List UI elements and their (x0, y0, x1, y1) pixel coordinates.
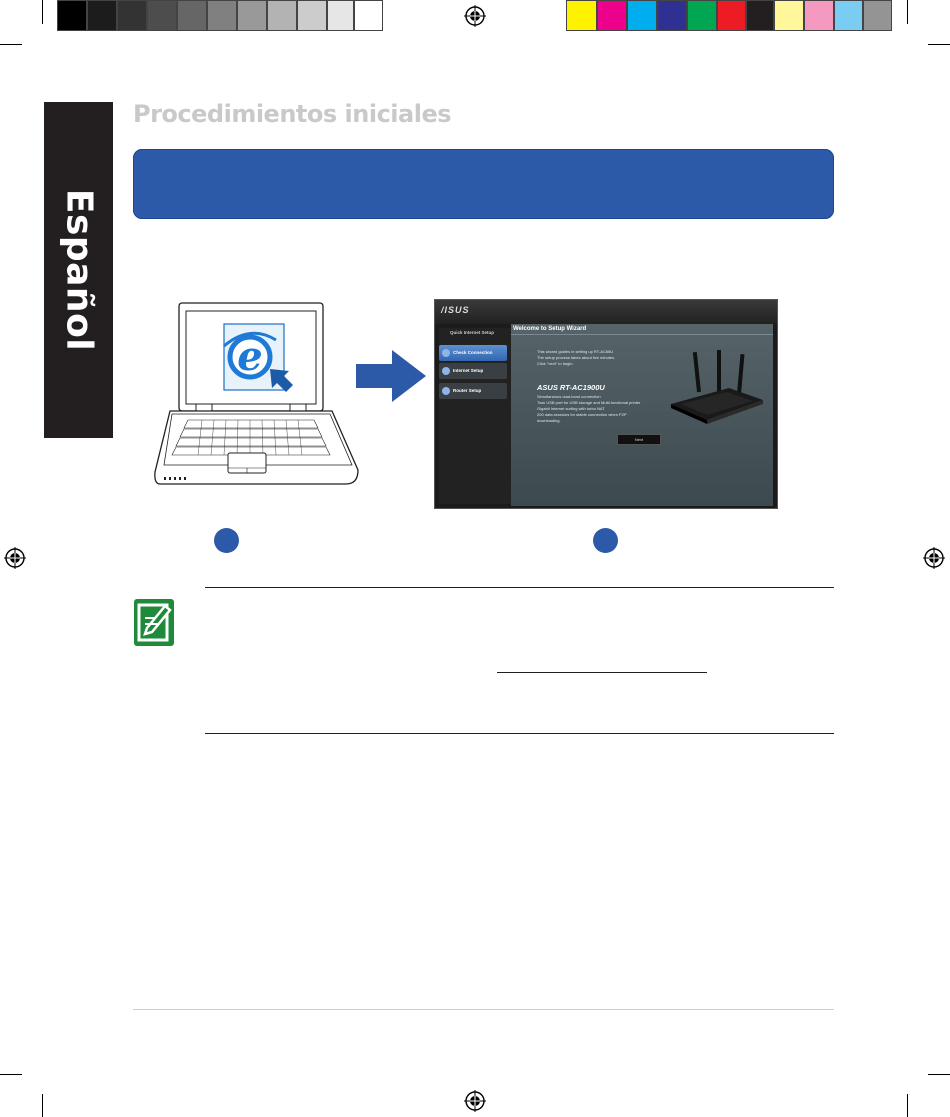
asus-logo: /ISUS (441, 305, 470, 315)
feature-line: Gigabit Internet surfing with turbo NAT (537, 406, 605, 411)
feature-line: downloading. (537, 418, 561, 423)
note-pencil-icon (134, 599, 174, 646)
wizard-header-bar: /ISUS (435, 300, 777, 324)
language-side-tab: Español (44, 102, 113, 438)
wizard-intro-line: Click "next" to begin. (537, 361, 574, 366)
wizard-step-router-setup[interactable]: Router Setup (439, 383, 507, 399)
registration-mark-icon (4, 547, 26, 569)
section-banner (133, 149, 834, 219)
wizard-step-check-connection[interactable]: Check Connection (439, 345, 507, 361)
step-dot-icon (442, 367, 450, 375)
wizard-intro-line: The setup process takes about five minut… (537, 355, 616, 360)
wizard-intro-line: This wizard guides in setting up RT-AC66… (537, 349, 614, 354)
step-dot-icon (442, 349, 450, 357)
laptop-illustration: e (154, 302, 359, 485)
router-image (671, 350, 763, 424)
registration-mark-icon (464, 1090, 486, 1112)
registration-mark-icon (464, 5, 486, 27)
setup-wizard-screenshot: /ISUS Quick Internet Setup Check Connect… (434, 299, 778, 509)
right-arrow-icon (356, 350, 426, 402)
note-bottom-rule (205, 733, 834, 734)
feature-line: 200 data sessions for stable connection … (537, 412, 627, 417)
svg-text:e: e (237, 333, 262, 380)
footer-rule (133, 1009, 834, 1010)
feature-line: Twin USB port for USB storage and Multi-… (537, 400, 641, 405)
step-badge-2 (593, 528, 618, 553)
note-top-rule (205, 587, 834, 588)
router-model-name: ASUS RT-AC1900U (537, 383, 605, 392)
note-link-underline (497, 672, 707, 673)
step-badge-1 (214, 528, 239, 553)
page-title: Procedimientos iniciales (133, 100, 452, 128)
wizard-sidebar-title: Quick Internet Setup (449, 330, 494, 335)
next-button[interactable]: Next (617, 434, 661, 445)
wizard-heading: Welcome to Setup Wizard (513, 326, 587, 332)
wizard-main-panel: Welcome to Setup Wizard This wizard guid… (511, 324, 773, 506)
wizard-step-internet-setup[interactable]: Internet Setup (439, 363, 507, 379)
cursor-arrow-icon (270, 369, 293, 392)
registration-mark-icon (923, 547, 945, 569)
internet-explorer-icon: e (223, 323, 285, 391)
step-dot-icon (442, 387, 450, 395)
language-label: Español (58, 188, 99, 352)
feature-line: Simultaneous dual-band connection (537, 394, 601, 399)
